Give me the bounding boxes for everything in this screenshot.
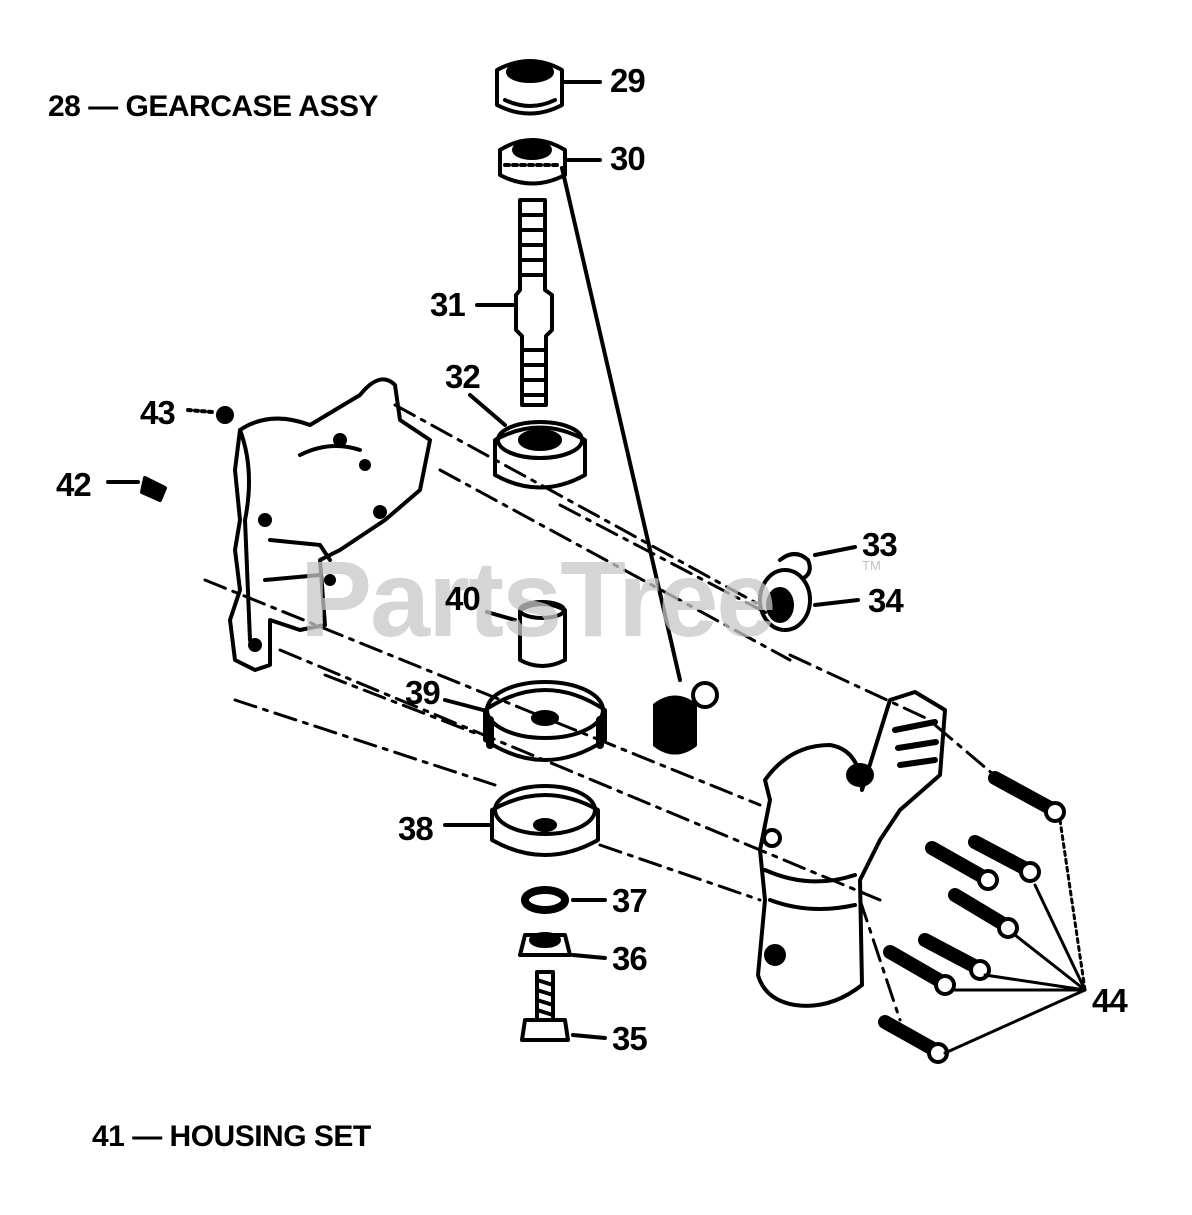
caption-gearcase-assy: 28 — GEARCASE ASSY	[48, 90, 378, 123]
callout-37: 37	[612, 882, 648, 919]
callout-33: 33	[862, 526, 898, 563]
part-40-sleeve	[518, 600, 567, 668]
callout-40: 40	[445, 580, 481, 617]
part-44-screws	[878, 771, 1066, 1064]
callout-38: 38	[398, 810, 434, 847]
part-29-cap-nut	[495, 59, 564, 116]
part-38-washer	[490, 784, 600, 857]
callout-34: 34	[868, 582, 904, 619]
callout-39: 39	[405, 674, 441, 711]
left-housing-half	[228, 377, 432, 672]
part-35-bolt	[520, 970, 570, 1042]
part-34-bearing	[758, 568, 812, 632]
callout-36: 36	[612, 940, 648, 977]
callout-42: 42	[56, 466, 92, 503]
callout-32: 32	[445, 358, 481, 395]
callout-43: 43	[140, 394, 176, 431]
part-knob	[653, 681, 719, 755]
part-30-bushing	[498, 138, 567, 186]
callout-44: 44	[1092, 982, 1128, 1019]
part-43-nut	[216, 406, 234, 424]
part-32-bearing	[493, 420, 587, 490]
right-housing-half	[756, 690, 947, 1008]
callout-31: 31	[430, 286, 466, 323]
watermark: PartsTree	[300, 538, 776, 659]
part-39-gear	[483, 680, 607, 762]
callout-35: 35	[612, 1020, 648, 1057]
part-31-shaft	[514, 198, 554, 407]
callout-30: 30	[610, 140, 646, 177]
part-37-washer	[521, 886, 569, 914]
callout-29: 29	[610, 62, 646, 99]
part-44-leaders	[943, 818, 1087, 1055]
alignment-lines	[203, 403, 1002, 1022]
part-42-screw	[140, 476, 167, 502]
watermark-tm: TM	[862, 558, 881, 573]
part-36-nut	[518, 932, 572, 957]
caption-housing-set: 41 — HOUSING SET	[92, 1120, 371, 1153]
